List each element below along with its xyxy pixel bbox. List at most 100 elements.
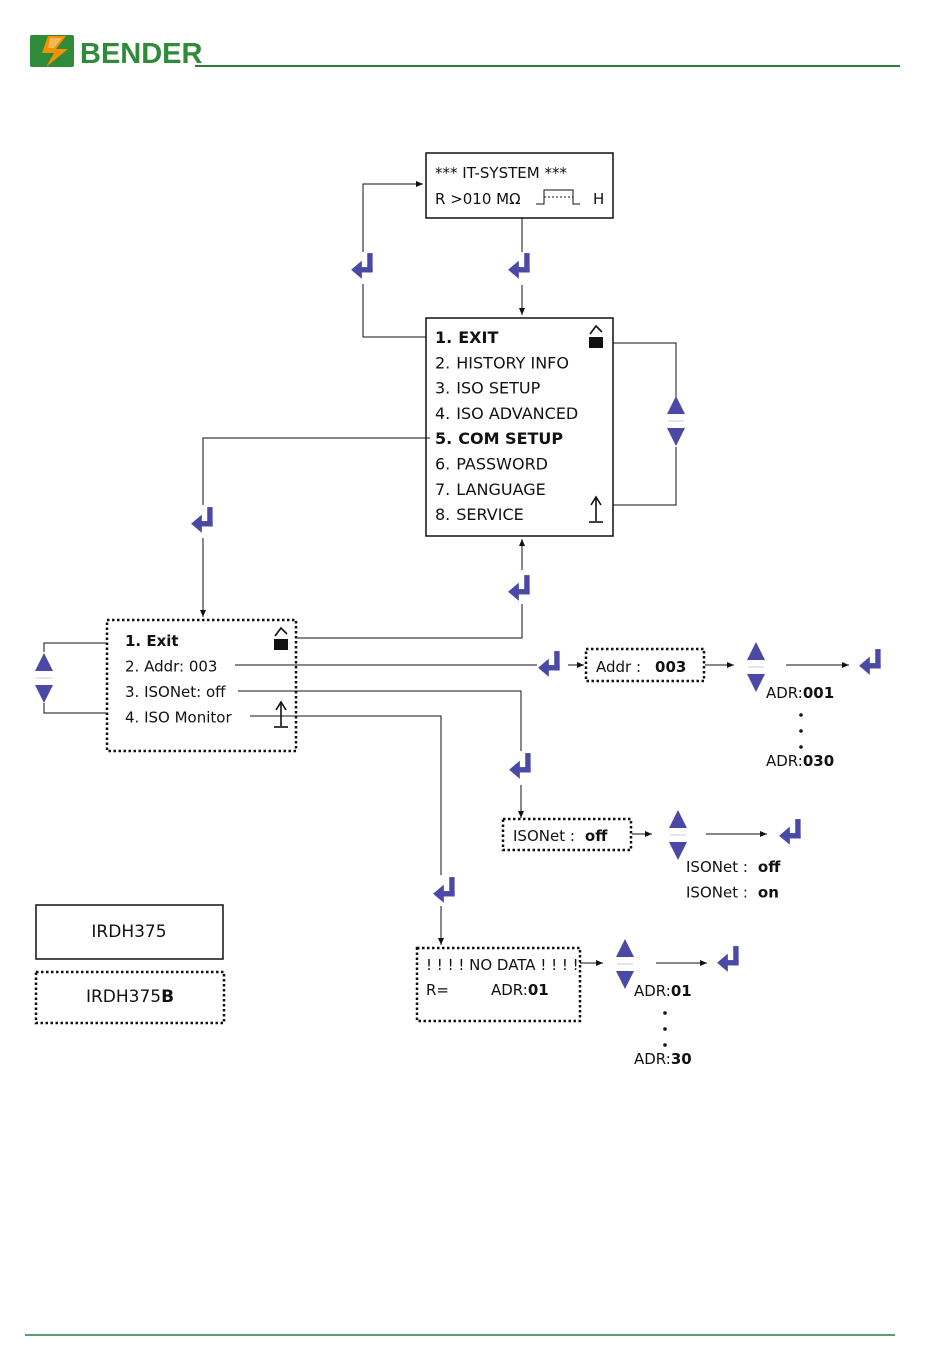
addr-range-prefix: ADR:: [766, 684, 803, 702]
isonet-option: ISONet : on: [686, 884, 779, 902]
menu-item-label: PASSWORD: [456, 455, 548, 474]
nodata-adr-prefix: ADR:: [491, 981, 528, 999]
pulse-icon: [536, 189, 580, 205]
menu-item-number: 6.: [435, 455, 450, 474]
up-down-arrows-icon: [34, 653, 54, 703]
main-display-line1: *** IT-SYSTEM ***: [435, 164, 567, 182]
main-menu-item[interactable]: 8. SERVICE: [435, 505, 524, 524]
addr-range-prefix: ADR:: [766, 752, 803, 770]
brand-name: BENDER: [80, 38, 203, 70]
enter-icon: [191, 507, 213, 533]
legend-dotted-suffix: B: [161, 987, 174, 1007]
up-down-arrows-icon: [668, 810, 688, 860]
addr-label: Addr :: [596, 658, 641, 676]
isonet-option: ISONet : off: [686, 858, 781, 876]
enter-icon: [717, 946, 739, 972]
main-menu-item[interactable]: 2. HISTORY INFO: [435, 353, 569, 372]
isonet-option-value: on: [758, 884, 779, 902]
up-down-arrows-icon: [666, 396, 686, 446]
addr-range-min: 001: [803, 684, 834, 702]
enter-icon: [351, 253, 373, 279]
enter-icon: [859, 649, 881, 675]
logo-mark-icon: [30, 35, 74, 67]
main-menu-items: 1. EXIT 2. HISTORY INFO 3. ISO SETUP 4. ISO ADV…: [435, 328, 578, 524]
connectors-com: [43, 642, 849, 966]
menu-item-label: COM SETUP: [458, 429, 563, 448]
com-menu-items: 1. Exit 2. Addr: 003 3. ISONet: off 4. ISO …: [125, 632, 232, 727]
nodata-range-prefix: ADR:: [634, 1050, 671, 1068]
menu-item-number: 1.: [435, 328, 452, 347]
nodata-box: ! ! ! ! NO DATA ! ! ! ! R= ADR:01: [415, 946, 582, 1023]
com-menu: 1. Exit 2. Addr: 003 3. ISONet: off 4. ISO …: [105, 618, 298, 753]
bender-logo: BENDER: [30, 35, 203, 70]
com-menu-item[interactable]: 2. Addr: 003: [125, 658, 217, 676]
svg-text:ISONet :off: ISONet : off: [513, 827, 608, 845]
legend: IRDH375 IRDH375B: [34, 904, 226, 1025]
svg-text:IRDH375B: IRDH375B: [86, 987, 174, 1007]
nodata-r-label: R=: [426, 981, 449, 999]
menu-item-number: 3.: [435, 379, 450, 398]
enter-icon: [538, 651, 560, 677]
svg-text:ADR:30: ADR:30: [634, 1050, 692, 1068]
legend-solid-label: IRDH375: [91, 922, 166, 942]
com-menu-item[interactable]: 1. Exit: [125, 632, 179, 650]
up-down-arrows-icon: [746, 642, 766, 692]
ellipsis-dots: [663, 1011, 667, 1047]
enter-icon: [508, 253, 530, 279]
addr-value: 003: [655, 658, 686, 676]
menu-item-label: SERVICE: [456, 505, 523, 524]
isonet-label: ISONet :: [513, 827, 575, 845]
svg-text:ADR:001: ADR:001: [766, 684, 834, 702]
svg-text:Addr :003: Addr : 003: [596, 658, 686, 676]
main-menu-item[interactable]: 7. LANGUAGE: [435, 480, 546, 499]
nodata-range-max: 30: [671, 1050, 692, 1068]
enter-icon: [508, 575, 530, 601]
menu-item-number: 5.: [435, 429, 452, 448]
menu-item-label: ISO SETUP: [456, 379, 540, 398]
legend-dotted-label: IRDH375: [86, 987, 161, 1007]
main-menu-item[interactable]: 4. ISO ADVANCED: [435, 404, 578, 423]
addr-box: Addr : 003: [584, 647, 706, 683]
main-display: *** IT-SYSTEM *** R >010 MΩ H: [425, 152, 614, 219]
main-display-indicator: H: [593, 190, 604, 208]
main-menu-item[interactable]: 1. EXIT: [435, 328, 498, 347]
menu-item-number: 2.: [435, 353, 450, 372]
nodata-range-min: 01: [671, 982, 692, 1000]
main-menu-item[interactable]: 3. ISO SETUP: [435, 379, 541, 398]
legend-dotted-box: [34, 970, 226, 1025]
isonet-option-label: ISONet :: [686, 884, 748, 902]
isonet-value: off: [585, 827, 608, 845]
svg-text:ADR:01: ADR:01: [634, 982, 692, 1000]
addr-range-max: 030: [803, 752, 834, 770]
enter-icon: [779, 819, 801, 845]
svg-text:ADR:030: ADR:030: [766, 752, 834, 770]
menu-item-label: ISO ADVANCED: [456, 404, 578, 423]
enter-icon: [433, 877, 455, 903]
connectors-top: [200, 181, 677, 639]
com-menu-item[interactable]: 3. ISONet: off: [125, 683, 226, 701]
nodata-adr-value: 01: [528, 981, 549, 999]
enter-icon: [509, 753, 531, 779]
isonet-option-label: ISONet :: [686, 858, 748, 876]
menu-item-number: 4.: [435, 404, 450, 423]
menu-item-label: EXIT: [458, 328, 498, 347]
main-menu: 1. EXIT 2. HISTORY INFO 3. ISO SETUP 4. ISO ADV…: [425, 317, 614, 537]
legend-solid-box: [35, 904, 224, 960]
svg-text:ADR:01: ADR:01: [491, 981, 549, 999]
main-display-resistance: R >010 MΩ: [435, 190, 521, 208]
isonet-box: ISONet : off: [501, 817, 633, 852]
main-menu-item[interactable]: 5. COM SETUP: [435, 429, 563, 448]
menu-item-label: LANGUAGE: [456, 480, 545, 499]
ellipsis-dots: [799, 713, 803, 749]
isonet-option-value: off: [758, 858, 781, 876]
main-menu-item[interactable]: 6. PASSWORD: [435, 455, 548, 474]
menu-item-number: 7.: [435, 480, 450, 499]
nodata-line1: ! ! ! ! NO DATA ! ! ! !: [426, 956, 579, 974]
nodata-range-prefix: ADR:: [634, 982, 671, 1000]
menu-item-number: 8.: [435, 505, 450, 524]
up-down-arrows-icon: [615, 939, 635, 989]
menu-item-label: HISTORY INFO: [456, 353, 569, 372]
com-menu-item[interactable]: 4. ISO Monitor: [125, 709, 232, 727]
